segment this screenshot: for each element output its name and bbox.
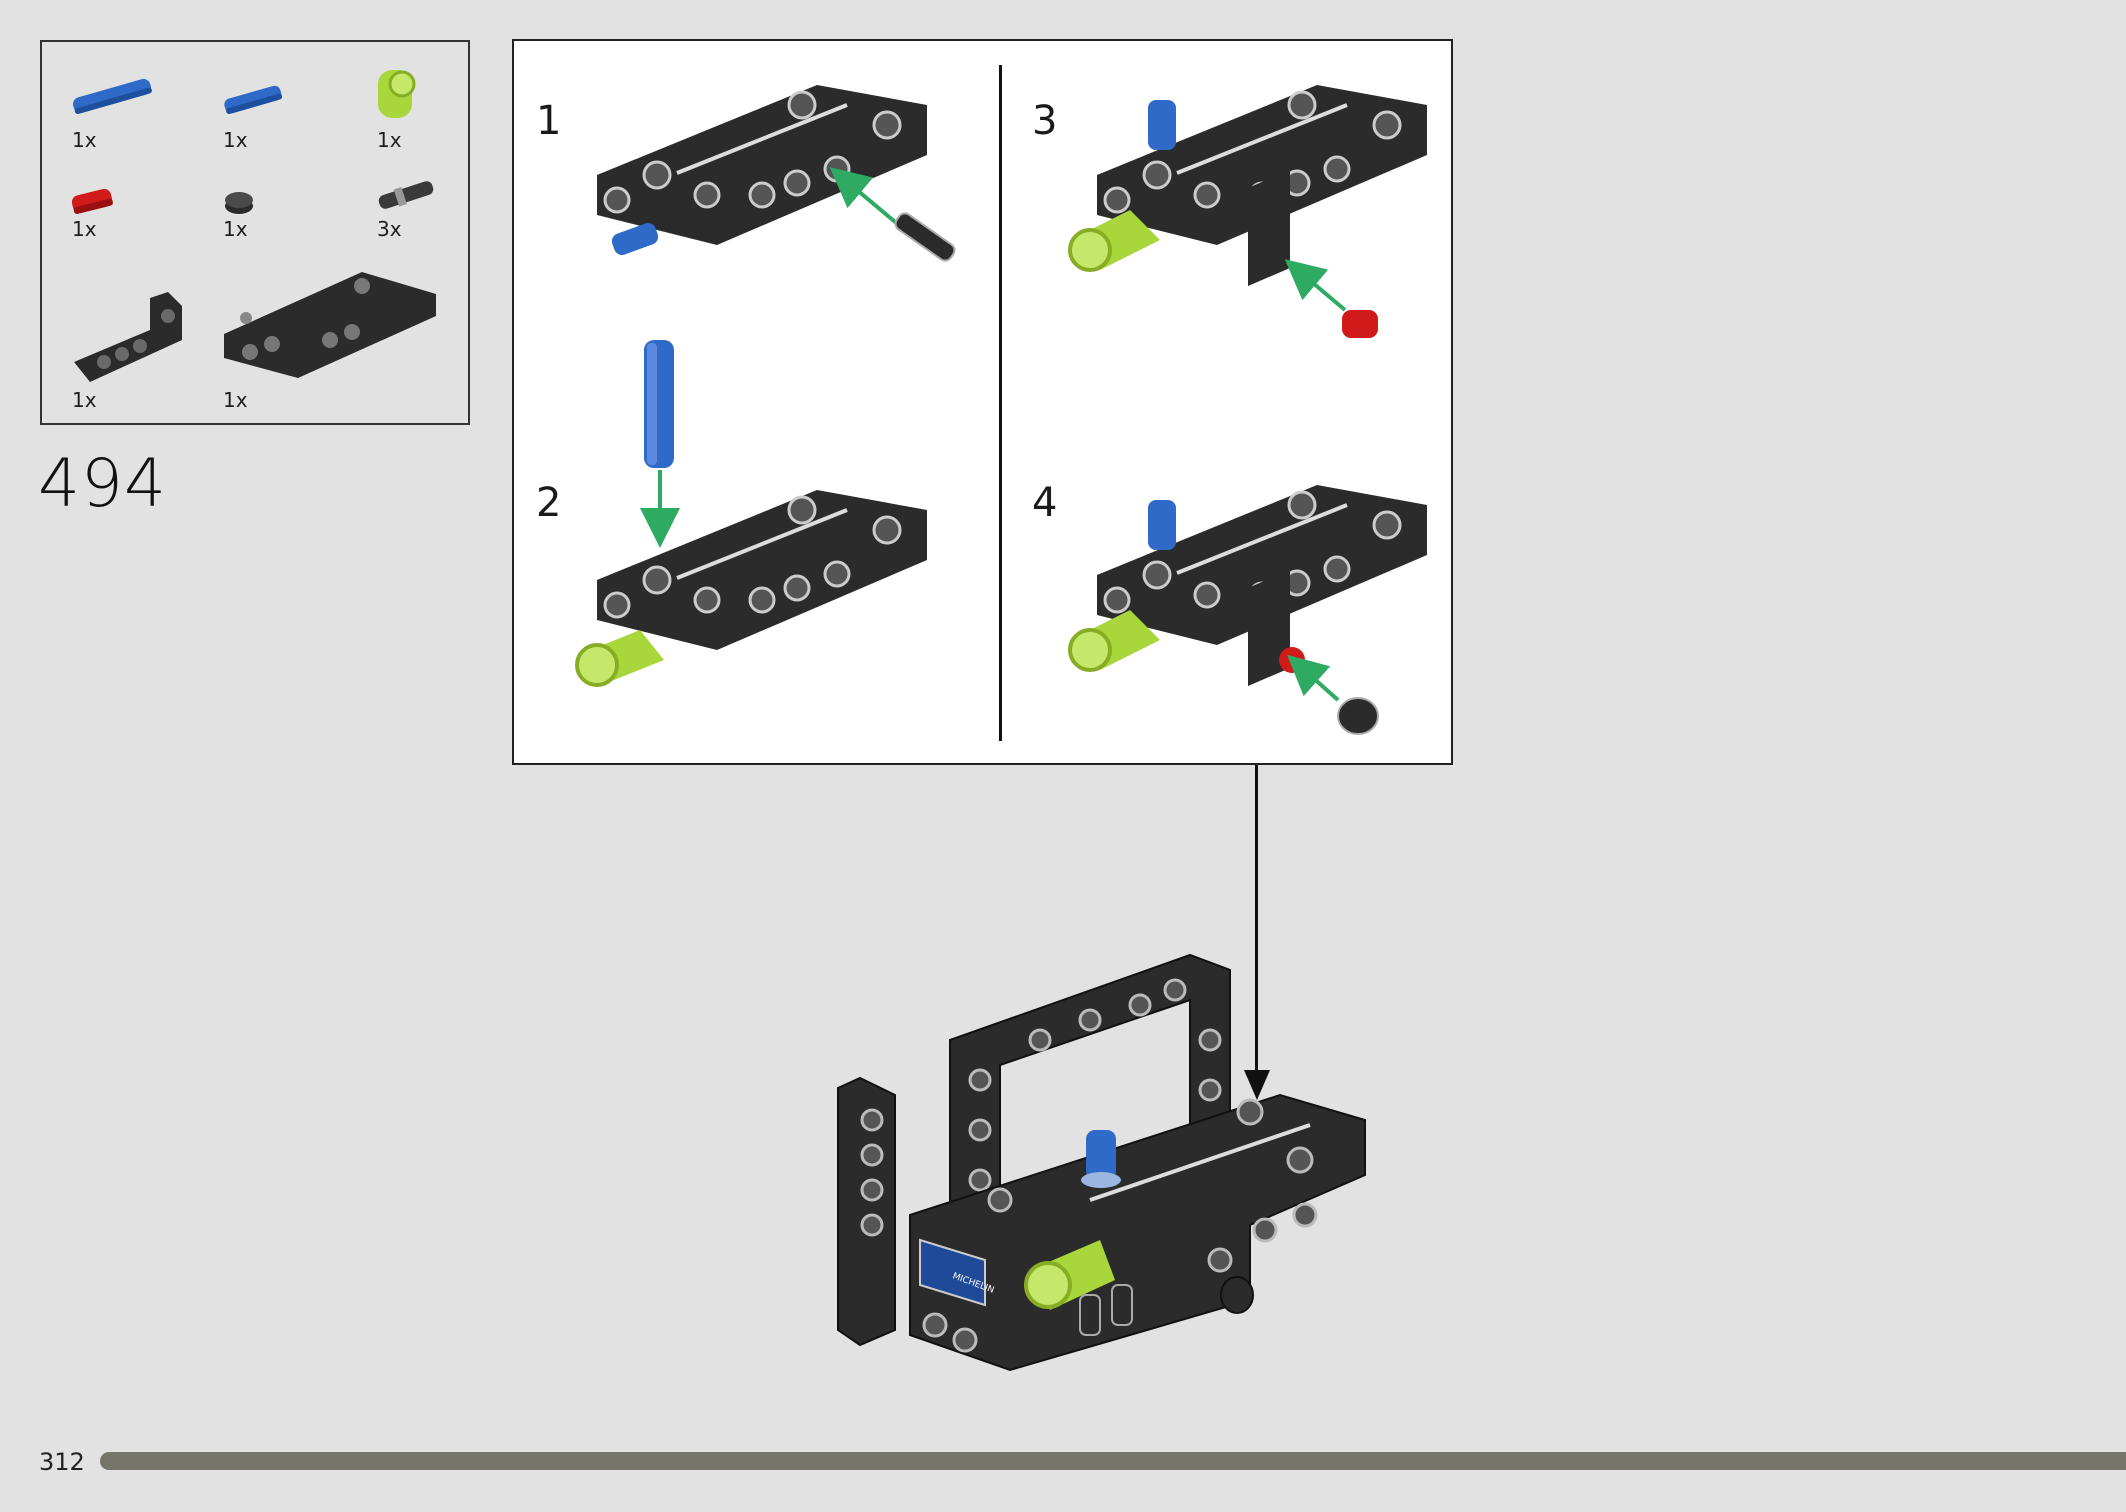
round-tile-black-icon (225, 192, 253, 214)
part-qty-round-tile: 1x (223, 217, 248, 241)
substep-number-4: 4 (1032, 480, 1058, 526)
callout-pointer-line (1255, 765, 1258, 1095)
pin-black-icon (378, 181, 434, 209)
part-qty-l-beam: 1x (72, 388, 97, 412)
insert-arrow-3 (1284, 259, 1347, 312)
insert-arrow-4 (1287, 654, 1340, 702)
substep-number-3: 3 (1032, 98, 1058, 144)
pin-connector-lime-icon (378, 70, 416, 118)
insert-arrow-1 (829, 167, 902, 228)
l-beam-black-icon (74, 292, 182, 382)
sub-panel-divider (999, 65, 1002, 741)
part-qty-pin-black: 3x (377, 217, 402, 241)
callout-arrowhead (1244, 1070, 1270, 1100)
substep-number-1: 1 (536, 98, 562, 144)
axle-pin-blue-icon (224, 85, 283, 115)
page-number: 312 (39, 1448, 85, 1476)
substep-1-illustration (595, 83, 956, 262)
substep-number-2: 2 (536, 480, 562, 526)
long-pin-blue-icon (73, 78, 152, 115)
substep-2-illustration (575, 340, 929, 687)
substep-3-illustration (1068, 83, 1429, 338)
decal-plate (919, 1238, 986, 1307)
panel-beam-black-icon (224, 272, 436, 378)
blue-pin (1086, 1130, 1116, 1180)
part-qty-axle-pin-blue: 1x (223, 128, 248, 152)
substep-4-illustration (1068, 483, 1429, 735)
part-qty-connector-lime: 1x (377, 128, 402, 152)
step-number: 494 (38, 445, 167, 522)
part-qty-long-pin-blue: 1x (72, 128, 97, 152)
part-qty-axle-pin-red: 1x (72, 217, 97, 241)
progress-bar (100, 1452, 2126, 1470)
part-qty-panel-beam: 1x (223, 388, 248, 412)
axle-pin-red-icon (71, 188, 113, 214)
